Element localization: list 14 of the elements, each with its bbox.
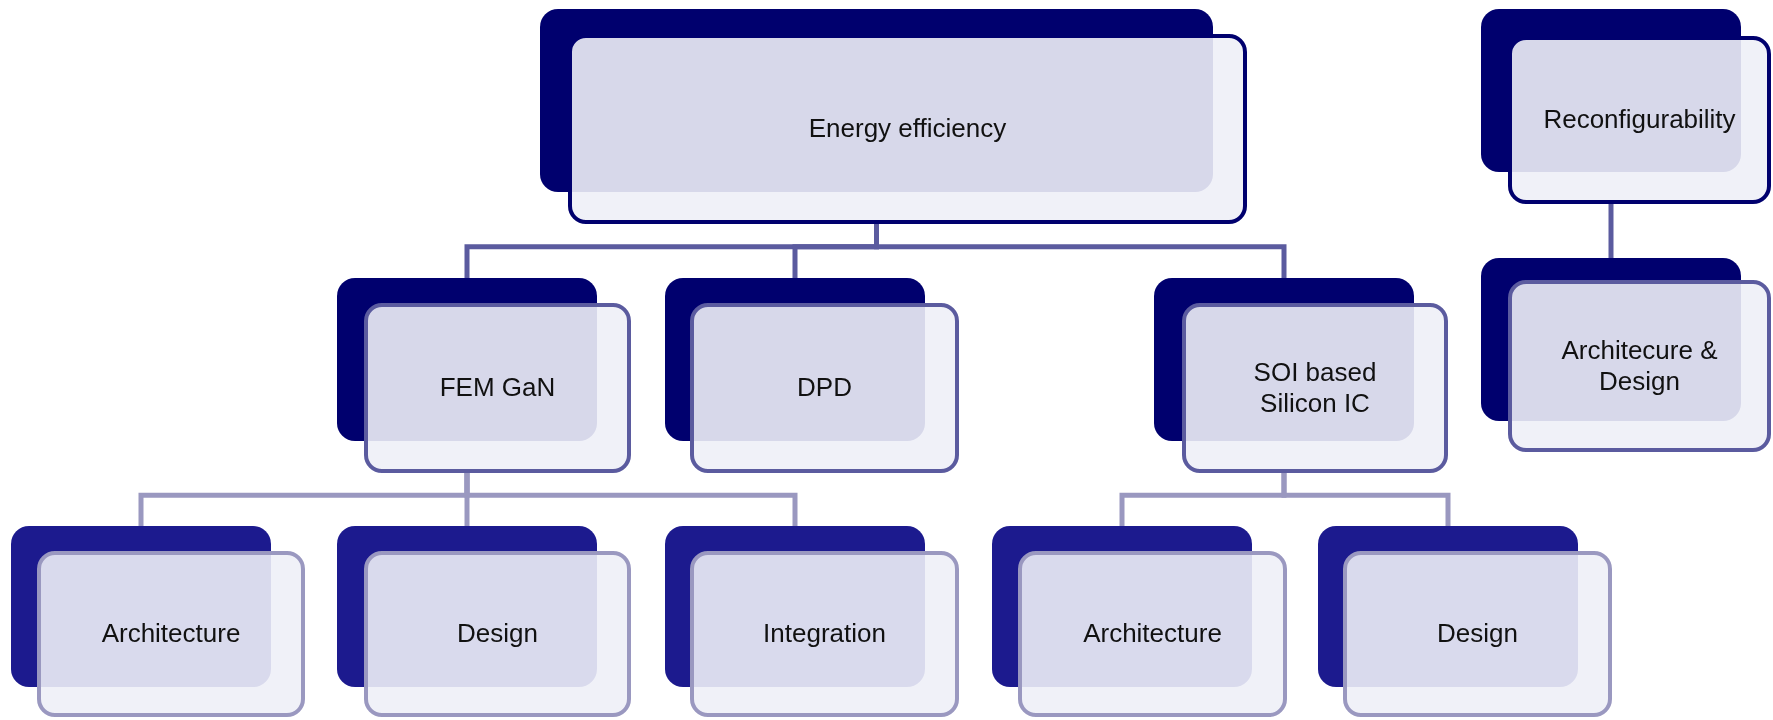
connector-line — [464, 473, 798, 526]
node-label: FEM GaN — [439, 372, 556, 404]
node-label: DPD — [797, 372, 852, 404]
node-label: Reconfigurability — [1543, 104, 1736, 136]
node-label: Design — [457, 618, 538, 650]
node-label: Architecure & Design — [1560, 334, 1719, 398]
node-label: Energy efficiency — [808, 113, 1007, 145]
node-label: SOI based Silicon IC — [1252, 356, 1378, 420]
node-label: Architecture — [1083, 618, 1222, 650]
connector-line — [1281, 473, 1451, 526]
connector-line — [1608, 204, 1614, 258]
node-label: Architecture — [101, 618, 241, 650]
node-label: Integration — [763, 618, 886, 650]
node-label: Design — [1437, 618, 1518, 650]
